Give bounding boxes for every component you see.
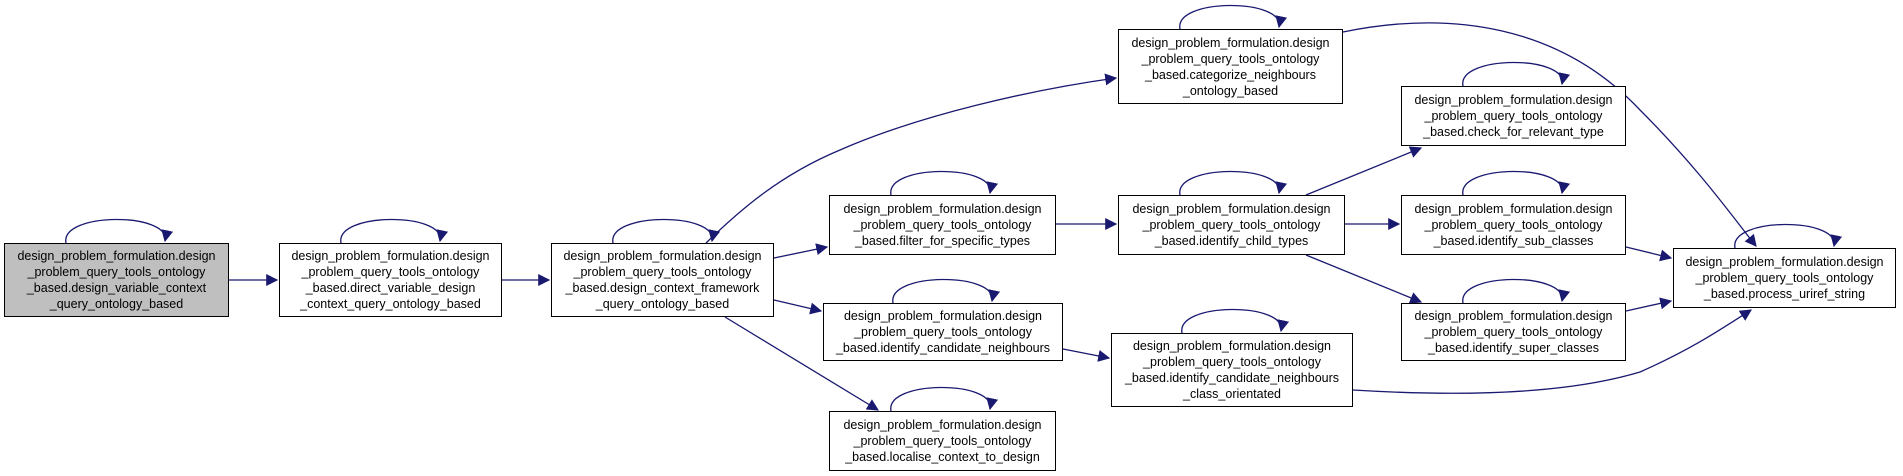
loop-candidate [892, 278, 1001, 304]
node-localise-context-to-design[interactable]: design_problem_formulation.design _probl… [829, 411, 1056, 471]
node-design-variable-context-query[interactable]: design_problem_formulation.design _probl… [4, 243, 229, 317]
loop-localise [890, 386, 999, 412]
node-identify-candidate-neighbours[interactable]: design_problem_formulation.design _probl… [823, 303, 1063, 361]
loop-uriref [1734, 223, 1843, 249]
node-design-context-framework-query[interactable]: design_problem_formulation.design _probl… [551, 243, 774, 317]
loop-check [1462, 61, 1571, 87]
edge-candidate-to-candidate-class [1062, 348, 1111, 362]
node-process-uriref-string[interactable]: design_problem_formulation.design _probl… [1673, 248, 1896, 308]
node-identify-super-classes[interactable]: design_problem_formulation.design _probl… [1401, 303, 1626, 361]
node-categorize-neighbours-ontology-based[interactable]: design_problem_formulation.design _probl… [1118, 29, 1343, 104]
edge-framework-to-filter [773, 243, 829, 259]
loop-direct [340, 218, 449, 244]
loop-sub [1462, 170, 1571, 196]
node-identify-candidate-neighbours-class-orientated[interactable]: design_problem_formulation.design _probl… [1111, 333, 1353, 407]
loop-framework [612, 218, 721, 244]
edge-framework-to-categorize [705, 73, 1118, 244]
edge-framework-to-candidate [773, 299, 823, 315]
node-direct-variable-design-context-query[interactable]: design_problem_formulation.design _probl… [279, 243, 502, 317]
node-filter-for-specific-types[interactable]: design_problem_formulation.design _probl… [829, 195, 1056, 255]
edge-sub-to-uriref [1625, 246, 1673, 262]
node-identify-child-types[interactable]: design_problem_formulation.design _probl… [1118, 195, 1345, 255]
edge-super-to-uriref [1625, 297, 1673, 312]
edge-child-to-check [1305, 146, 1423, 196]
loop-super [1462, 278, 1571, 304]
loop-filter [890, 170, 999, 196]
node-identify-sub-classes[interactable]: design_problem_formulation.design _probl… [1401, 195, 1626, 255]
edge-candidate-class-to-uriref [1352, 309, 1753, 394]
loop-candidate-class [1181, 308, 1290, 334]
loop-root [65, 218, 174, 244]
loop-categorize [1179, 4, 1288, 30]
loop-child [1179, 170, 1288, 196]
edge-framework-to-localise [724, 316, 880, 411]
edge-child-to-super [1305, 254, 1423, 304]
node-check-for-relevant-type[interactable]: design_problem_formulation.design _probl… [1401, 86, 1626, 146]
